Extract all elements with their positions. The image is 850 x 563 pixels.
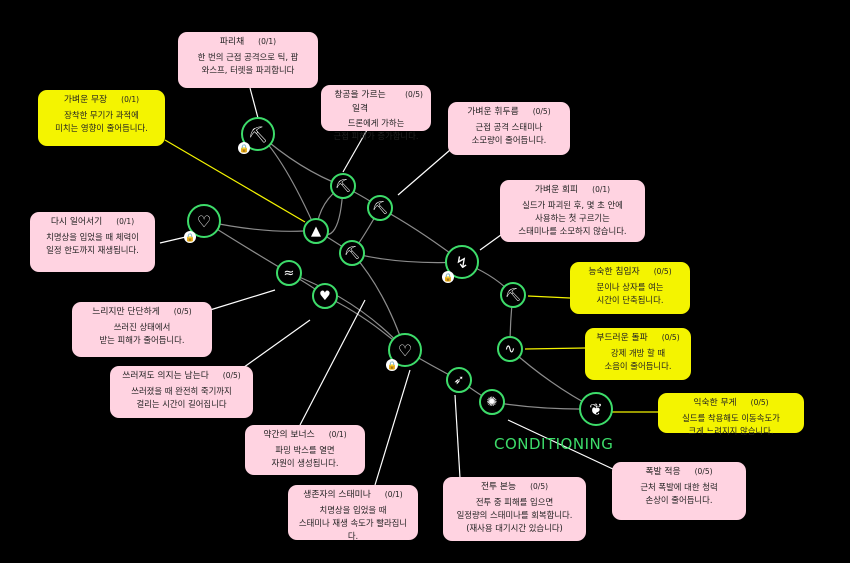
perk-card[interactable]: 부드러운 돌파 (0/5) 강제 개방 할 때 소음이 줄어듭니다. [585, 328, 691, 380]
perk-title: 쓰러져도 의지는 남는다 [122, 371, 209, 381]
perk-count: (0/1) [384, 490, 403, 499]
perk-title: 다시 일어서기 [50, 217, 103, 227]
lock-icon: 🔒 [386, 359, 398, 371]
perk-card[interactable]: 창공을 가르는 일격 (0/5) 드론에게 가하는 근접 피해가 증가합니다. [321, 85, 431, 141]
perk-desc: 실드가 파괴된 후, 몇 초 안에 사용하는 첫 구르기는 스태미나를 소모하지… [518, 199, 627, 236]
perk-desc: 치명상을 입었을 때 스태미나 재생 속도가 빨라집니다. [298, 504, 408, 541]
perk-count: (0/5) [750, 398, 769, 407]
perk-card[interactable]: 가벼운 휘두름 (0/5) 근접 공격 스태미나 소모량이 줄어듭니다. [448, 102, 570, 155]
perk-title: 전투 본능 [480, 482, 517, 492]
lock-icon: 🔒 [238, 142, 250, 154]
perk-card[interactable]: 생존자의 스태미나 (0/1) 치명상을 입었을 때 스태미나 재생 속도가 빨라… [288, 485, 418, 541]
crawl-icon[interactable]: ≈ [276, 260, 302, 286]
pickaxe-icon[interactable]: ⛏ [367, 195, 393, 221]
perk-count: (0/5) [222, 371, 241, 380]
perk-desc: 근처 폭발에 대한 청력 손상이 줄어듭니다. [640, 481, 718, 505]
perk-card[interactable]: 가벼운 무장 (0/1) 장착한 무기가 과적에 미치는 영향이 줄어듭니다. [38, 90, 165, 146]
perk-title: 능숙한 침입자 [588, 267, 640, 277]
lock-icon: 🔒 [184, 231, 196, 243]
perk-desc: 쓰러졌을 때 완전히 죽기까지 걸리는 시간이 길어집니다 [131, 385, 232, 409]
pulse-icon[interactable]: ∿ [497, 336, 523, 362]
perk-card[interactable]: 다시 일어서기 (0/1) 치명상을 입었을 때 체력이 일정 한도까지 재생됩니… [30, 212, 155, 272]
perk-desc: 근접 공격 스태미나 소모량이 줄어듭니다. [471, 121, 547, 145]
perk-desc: 쓰러진 상태에서 받는 피해가 줄어듭니다. [99, 321, 185, 345]
perk-count: (0/1) [592, 185, 611, 194]
perk-card[interactable]: 파리채 (0/1) 한 번의 근접 공격으로 틱, 팝 와스프, 터렛을 파괴합니… [178, 32, 318, 88]
perk-desc: 한 번의 근접 공격으로 틱, 팝 와스프, 터렛을 파괴합니다 [197, 51, 299, 75]
pickaxe-icon[interactable]: ⛏ [339, 240, 365, 266]
pickaxe-icon[interactable]: ⛏ [330, 173, 356, 199]
perk-count: (0/5) [405, 90, 423, 99]
perk-count: (0/5) [532, 107, 551, 116]
perk-title: 익숙한 무게 [693, 398, 737, 408]
section-label: CONDITIONING [494, 435, 614, 453]
perk-count: (0/1) [258, 37, 277, 46]
perk-card[interactable]: 폭발 적응 (0/5) 근처 폭발에 대한 청력 손상이 줄어듭니다. [612, 462, 746, 520]
perk-count: (0/1) [116, 217, 135, 226]
perk-title: 파리채 [219, 37, 245, 47]
feather-icon[interactable]: ❦ [579, 392, 613, 426]
perk-desc: 파밍 박스를 열면 자원이 생성됩니다. [271, 444, 339, 468]
perk-title: 부드러운 돌파 [596, 333, 648, 343]
perk-desc: 문이나 상자를 여는 시간이 단축됩니다. [596, 281, 664, 305]
heart-icon[interactable]: ♥ [312, 283, 338, 309]
pickaxe-icon[interactable]: ⛏ [241, 117, 275, 151]
perk-card[interactable]: 전투 본능 (0/5) 전투 중 피해를 입으면 일정량의 스태미나를 회복합니다… [443, 477, 586, 541]
perk-count: (0/5) [530, 482, 549, 491]
perk-count: (0/5) [173, 307, 192, 316]
perk-title: 약간의 보너스 [263, 430, 315, 440]
lock-icon: 🔒 [442, 271, 454, 283]
perk-count: (0/5) [661, 333, 680, 342]
perk-card[interactable]: 느리지만 단단하게 (0/5) 쓰러진 상태에서 받는 피해가 줄어듭니다. [72, 302, 212, 357]
perk-card[interactable]: 약간의 보너스 (0/1) 파밍 박스를 열면 자원이 생성됩니다. [245, 425, 365, 475]
perk-title: 가벼운 무장 [63, 95, 108, 105]
perk-card[interactable]: 익숙한 무게 (0/5) 실드를 착용해도 이동속도가 크게 느려지지 않습니다. [658, 393, 804, 436]
perk-title: 가벼운 회피 [534, 185, 579, 195]
perk-desc: 장착한 무기가 과적에 미치는 영향이 줄어듭니다. [55, 109, 148, 133]
perk-count: (0/1) [121, 95, 140, 104]
blast-icon[interactable]: ✺ [479, 389, 505, 415]
perk-title: 창공을 가르는 일격 [334, 90, 386, 114]
perk-card[interactable]: 가벼운 회피 (0/1) 실드가 파괴된 후, 몇 초 안에 사용하는 첫 구르기… [500, 180, 645, 242]
perk-title: 가벼운 휘두름 [467, 107, 519, 117]
perk-count: (0/5) [653, 267, 672, 276]
perk-desc: 전투 중 피해를 입으면 일정량의 스태미나를 회복합니다. (재사용 대기시간… [456, 496, 573, 533]
perk-count: (0/5) [694, 467, 713, 476]
perk-title: 폭발 적응 [645, 467, 681, 477]
perk-title: 생존자의 스태미나 [303, 490, 371, 500]
pickaxe-icon[interactable]: ⛏ [500, 282, 526, 308]
perk-desc: 실드를 착용해도 이동속도가 크게 느려지지 않습니다. [682, 412, 780, 436]
runner-icon[interactable]: ➶ [446, 367, 472, 393]
weight-icon[interactable]: ▲ [303, 218, 329, 244]
perk-count: (0/1) [328, 430, 347, 439]
perk-desc: 강제 개방 할 때 소음이 줄어듭니다. [604, 347, 672, 371]
perk-card[interactable]: 능숙한 침입자 (0/5) 문이나 상자를 여는 시간이 단축됩니다. [570, 262, 690, 314]
perk-title: 느리지만 단단하게 [92, 307, 160, 317]
perk-desc: 치명상을 입었을 때 체력이 일정 한도까지 재생됩니다. [46, 231, 139, 255]
perk-desc: 드론에게 가하는 근접 피해가 증가합니다. [333, 118, 419, 142]
perk-card[interactable]: 쓰러져도 의지는 남는다 (0/5) 쓰러졌을 때 완전히 죽기까지 걸리는 시간… [110, 366, 253, 418]
